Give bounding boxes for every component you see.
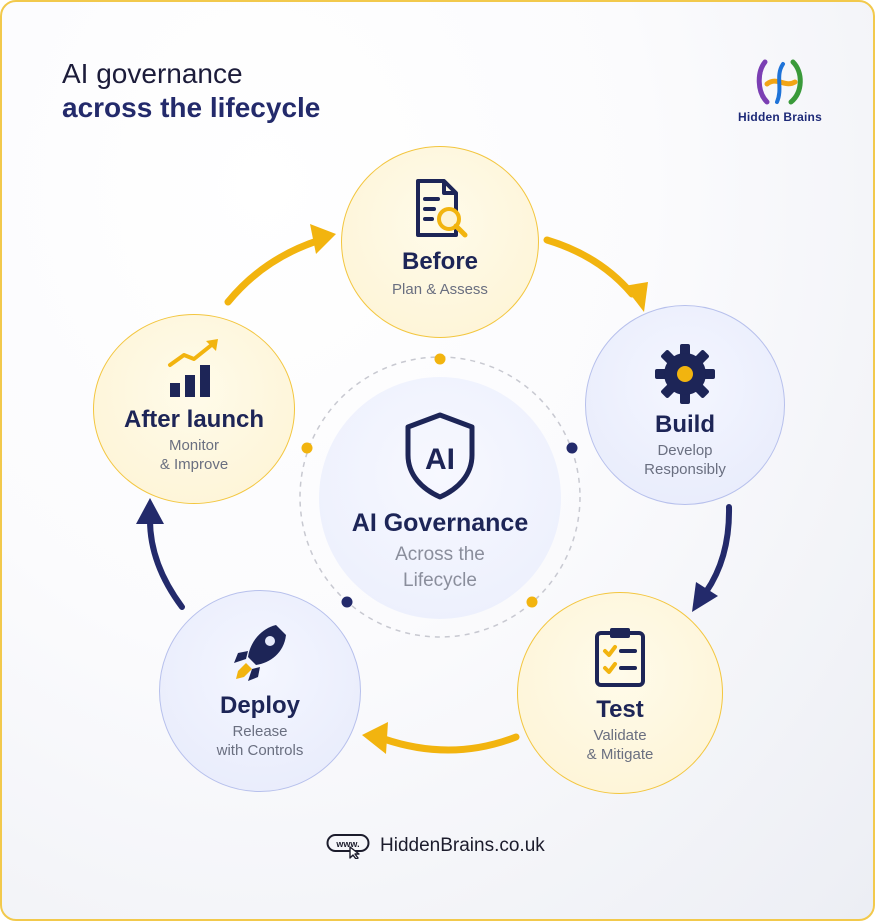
ring-dot [341, 596, 353, 608]
center-subtitle: Across the Lifecycle [395, 542, 485, 593]
gear-icon [655, 344, 715, 404]
ai-badge-text: AI [425, 443, 455, 476]
stage-deploy-title: Deploy [219, 692, 300, 719]
stage-before-title: Before [401, 248, 479, 275]
brand-name: Hidden Brains [738, 110, 822, 124]
document-search-icon [416, 179, 468, 238]
arrow-head [624, 282, 648, 312]
stage-test-title: Test [596, 696, 644, 723]
stage-build-sub-line2: Responsibly [644, 461, 726, 479]
growth-chart-icon [168, 339, 218, 397]
arrow-test-to-deploy [380, 733, 520, 754]
stage-after-launch-title: After launch [123, 406, 264, 433]
stage-after-launch: After launch Monitor & Improve [93, 314, 295, 504]
stage-build-sub: Develop Responsibly [644, 442, 726, 480]
stage-build-title: Build [655, 411, 715, 438]
arrow-head [136, 498, 164, 524]
stage-test-sub: Validate & Mitigate [587, 727, 654, 765]
center-subtitle-line2: Lifecycle [403, 569, 477, 591]
clipboard-check-icon [595, 628, 645, 687]
stage-after-launch-sub-line1: Monitor [168, 437, 219, 455]
stage-deploy-sub: Release with Controls [217, 723, 304, 761]
page-title-line2: across the lifecycle [62, 92, 321, 123]
svg-text:www.: www. [335, 839, 359, 849]
stage-test-sub-line1: Validate [593, 727, 647, 745]
stage-after-launch-sub-line2: & Improve [159, 456, 229, 474]
ring-dot [301, 442, 313, 454]
center-hub: AI AI Governance Across the Lifecycle [319, 377, 561, 619]
hidden-brains-logo-icon [756, 59, 803, 105]
arrow-deploy-to-after [147, 517, 185, 610]
rocket-icon [234, 625, 286, 681]
center-title: AI Governance [351, 509, 529, 537]
stage-deploy: Deploy Release with Controls [159, 590, 361, 792]
stage-build-sub-line1: Develop [657, 442, 713, 460]
page-title-line1: AI governance [62, 58, 243, 89]
center-subtitle-line1: Across the [395, 544, 485, 565]
ring-dot [434, 353, 446, 365]
www-click-icon: www. [326, 834, 370, 859]
footer-website[interactable]: www. HiddenBrains.co.uk [326, 832, 545, 860]
arrow-build-to-test [703, 504, 733, 595]
arrow-head [362, 722, 388, 754]
stage-build: Build Develop Responsibly [585, 305, 785, 505]
brand-logo: Hidden Brains [730, 58, 830, 138]
ring-dot [526, 596, 538, 608]
stage-before-sub: Plan & Assess [392, 281, 488, 299]
arrow-after-to-before [224, 236, 324, 306]
stage-after-launch-sub: Monitor & Improve [160, 437, 228, 475]
stage-test: Test Validate & Mitigate [517, 592, 723, 794]
ai-shield-icon: AI [405, 412, 475, 500]
stage-deploy-sub-line1: Release [232, 723, 288, 741]
stage-before: Before Plan & Assess [341, 146, 539, 338]
ring-dot [566, 442, 578, 454]
dashed-ring [299, 356, 581, 638]
arrow-head [310, 224, 336, 254]
footer-url[interactable]: HiddenBrains.co.uk [380, 835, 545, 856]
arrow-before-to-build [543, 236, 636, 298]
stage-test-sub-line2: & Mitigate [586, 746, 654, 764]
stage-deploy-sub-line2: with Controls [216, 742, 304, 760]
arrow-head [692, 582, 718, 612]
